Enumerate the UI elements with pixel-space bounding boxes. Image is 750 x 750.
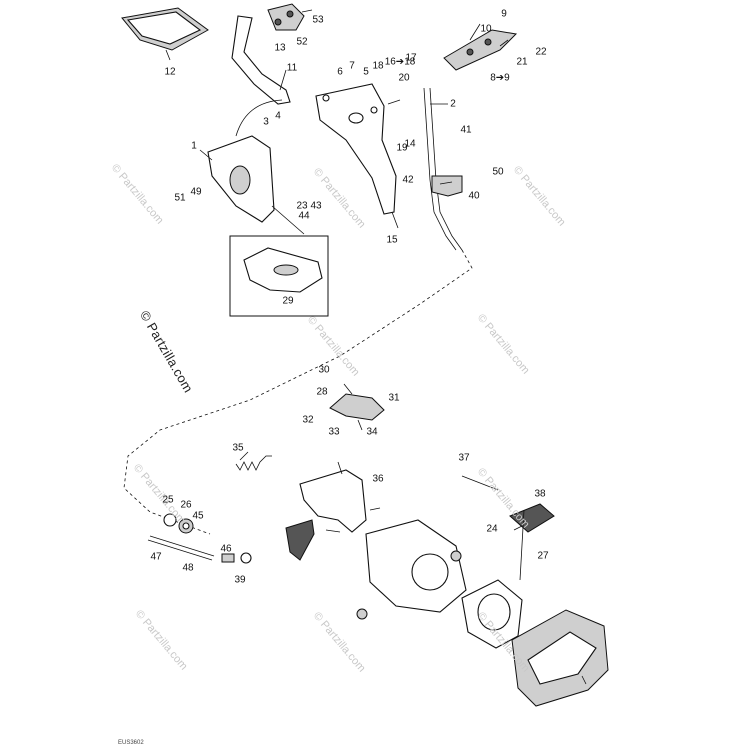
- shaft: [149, 535, 215, 557]
- detail-frame: [229, 235, 329, 317]
- bushing-bore: [182, 522, 190, 530]
- callout: 16➔18: [384, 56, 416, 68]
- callout: 9: [501, 8, 507, 20]
- hinge-bolt: [274, 18, 282, 26]
- hinge-bracket[interactable]: [267, 3, 305, 31]
- callout: 1: [191, 140, 197, 152]
- callout: 22: [535, 46, 547, 58]
- callout: 29: [282, 295, 294, 307]
- plate-hole: [322, 94, 330, 102]
- reverse-gate-top[interactable]: [509, 503, 555, 533]
- callout: 38: [534, 488, 546, 500]
- callout: 26: [180, 499, 192, 511]
- washer: [240, 552, 252, 564]
- callout: 32: [302, 414, 314, 426]
- cable-rod-edge: [423, 87, 457, 251]
- callout: 34: [366, 426, 378, 438]
- drawing-reference: EUS3602: [118, 740, 144, 746]
- plate-hole: [348, 112, 364, 124]
- upper-bracket[interactable]: [329, 393, 385, 421]
- callout: 8➔9: [490, 72, 510, 84]
- callout: 18: [372, 60, 384, 72]
- callout: 25: [162, 494, 174, 506]
- callout: 40: [468, 190, 480, 202]
- spring[interactable]: [235, 455, 272, 471]
- callout: 23: [296, 200, 308, 212]
- callout: 17: [405, 52, 417, 64]
- callout: 48: [182, 562, 194, 574]
- callout: 30: [318, 364, 330, 376]
- callout: 47: [150, 551, 162, 563]
- shift-cable: [461, 475, 499, 491]
- callout: 51: [174, 192, 186, 204]
- callout: 15: [386, 234, 398, 246]
- pedal-pad-face: [126, 11, 202, 45]
- callout: 53: [312, 14, 324, 26]
- callout: 20: [398, 72, 410, 84]
- callout: 46: [220, 543, 232, 555]
- cable-rod: [429, 87, 463, 251]
- reverse-gate-rib: [527, 631, 597, 685]
- detail-leader: [271, 205, 305, 235]
- callout: 11: [286, 62, 298, 74]
- callout: 43: [310, 200, 322, 212]
- callout: 2: [450, 98, 456, 110]
- callout: 45: [192, 510, 204, 522]
- callout: 24: [486, 523, 498, 535]
- callout: 28: [316, 386, 328, 398]
- cable-route: [123, 249, 473, 535]
- callout: 12: [164, 66, 176, 78]
- callout: 36: [372, 473, 384, 485]
- cover-detail-opening: [273, 264, 299, 276]
- leader-lines: [165, 9, 587, 685]
- shaft-edge: [147, 539, 213, 561]
- bushing[interactable]: [356, 608, 368, 620]
- callout: 21: [516, 56, 528, 68]
- bushing[interactable]: [450, 550, 462, 562]
- callout: 33: [328, 426, 340, 438]
- callout: 44: [298, 210, 310, 222]
- lever-tab: [285, 519, 315, 561]
- callout: 52: [296, 36, 308, 48]
- callout: 39: [234, 574, 246, 586]
- callout: 13: [274, 42, 286, 54]
- callout: 10: [480, 23, 492, 35]
- housing-bore: [411, 553, 449, 591]
- hinge-bolt: [286, 10, 294, 18]
- handle-screw: [466, 48, 474, 56]
- cover-opening: [229, 165, 251, 195]
- callout: 37: [458, 452, 470, 464]
- callout: 50: [492, 166, 504, 178]
- washer: [163, 513, 177, 527]
- callout: 41: [460, 124, 472, 136]
- plate-hole: [370, 106, 378, 114]
- callout: 14: [404, 138, 416, 150]
- callout: 19: [396, 142, 408, 154]
- pedal-arm[interactable]: [231, 15, 291, 105]
- cable-bracket[interactable]: [431, 175, 463, 197]
- callout: 31: [388, 392, 400, 404]
- collar[interactable]: [221, 553, 235, 563]
- link-arc: [235, 99, 283, 137]
- callout: 5: [363, 66, 369, 78]
- callout: 6: [337, 66, 343, 78]
- callout: 35: [232, 442, 244, 454]
- handle-screw: [484, 38, 492, 46]
- callout: 4: [275, 110, 281, 122]
- reverse-lever[interactable]: [299, 469, 367, 533]
- callout: 3: [263, 116, 269, 128]
- reverse-handle[interactable]: [443, 29, 518, 71]
- callout: 27: [537, 550, 549, 562]
- nozzle-bore: [477, 593, 511, 631]
- callout: 49: [190, 186, 202, 198]
- callout: 42: [402, 174, 414, 186]
- callout: 7: [349, 60, 355, 72]
- support-plate[interactable]: [315, 83, 397, 215]
